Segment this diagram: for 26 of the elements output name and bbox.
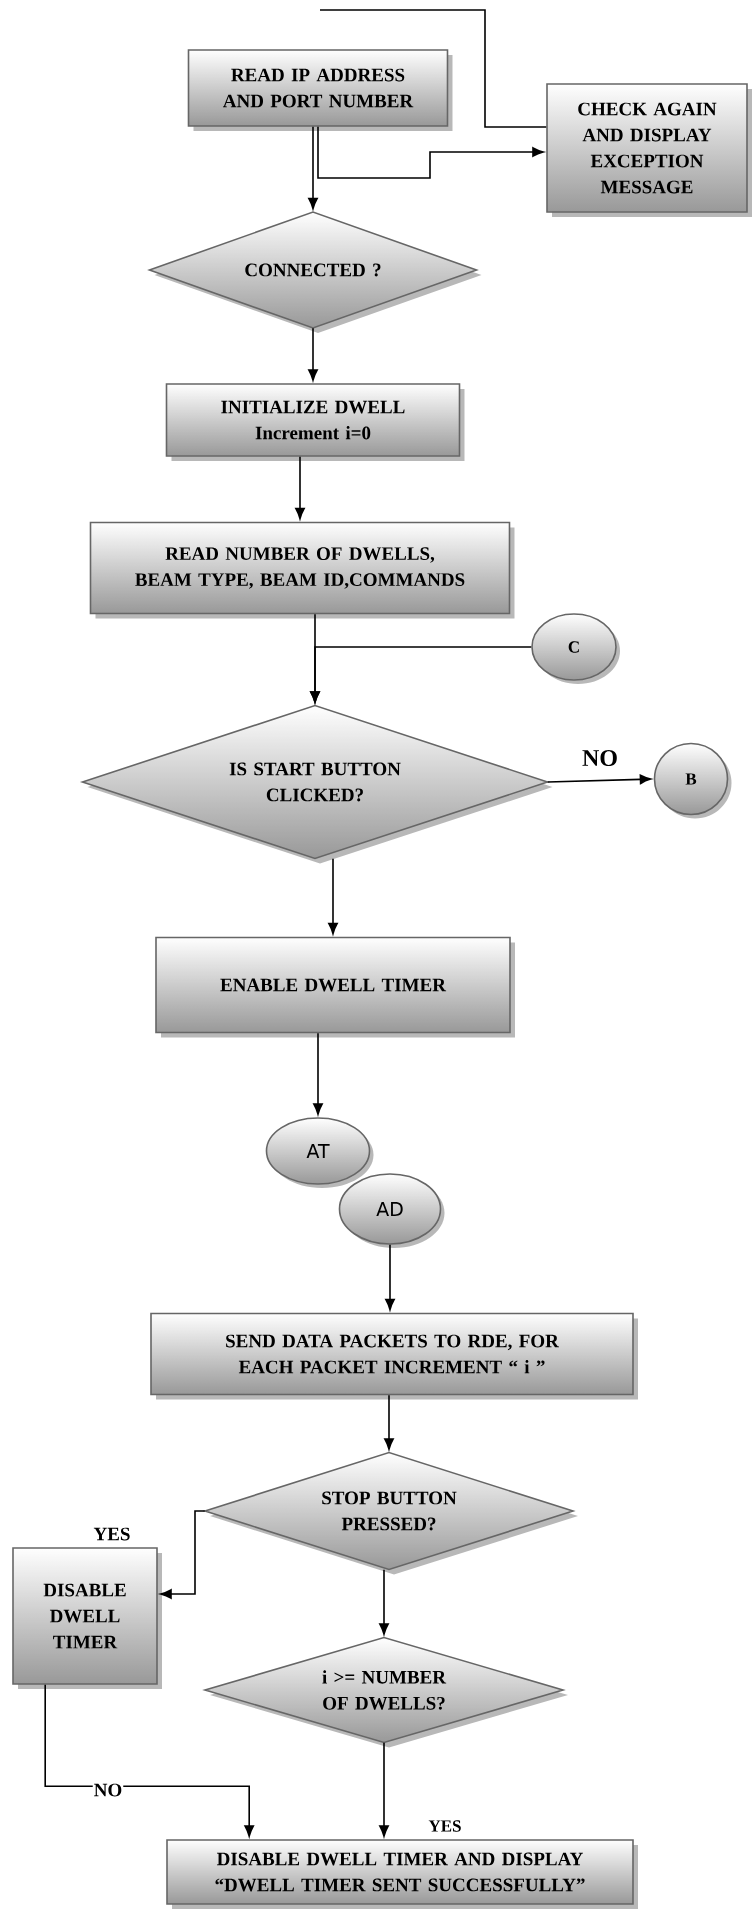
arrow [385, 1244, 395, 1311]
arrow [313, 1032, 323, 1115]
arrow [328, 857, 338, 935]
arrow [310, 646, 532, 703]
arrow [384, 1394, 394, 1450]
process-box: INITIALIZE DWELL Increment i=0 [165, 383, 465, 461]
arrow [44, 1684, 255, 1837]
arrow [379, 1741, 389, 1837]
arrow [308, 126, 318, 210]
edge-label: YES [427, 1819, 463, 1833]
process-box: READ NUMBER OF DWELLS, BEAM TYPE, BEAM ID,COMMANDS [89, 521, 515, 619]
edge-label: NO [581, 748, 619, 768]
edge-label: NO [92, 1782, 124, 1798]
arrow [160, 1510, 206, 1599]
arrow [546, 774, 652, 785]
process-box: DISABLE DWELL TIMER [12, 1547, 162, 1689]
process-box: ENABLE DWELL TIMER [155, 936, 515, 1038]
process-box: DISABLE DWELL TIMER AND DISPLAY “DWELL TIMER SENT SUCCESSFULLY” [166, 1839, 638, 1909]
process-box: READ IP ADDRESS AND PORT NUMBER [187, 49, 453, 131]
arrow [295, 456, 305, 520]
arrow [379, 1568, 389, 1635]
process-box: CHECK AGAIN AND DISPLAY EXCEPTION MESSAGE [546, 83, 752, 217]
arrow [317, 126, 544, 179]
edge-label: YES [92, 1526, 132, 1542]
process-box: SEND DATA PACKETS TO RDE, FOR EACH PACKET INCREMENT “ i ” [150, 1312, 638, 1400]
arrow [308, 327, 318, 381]
